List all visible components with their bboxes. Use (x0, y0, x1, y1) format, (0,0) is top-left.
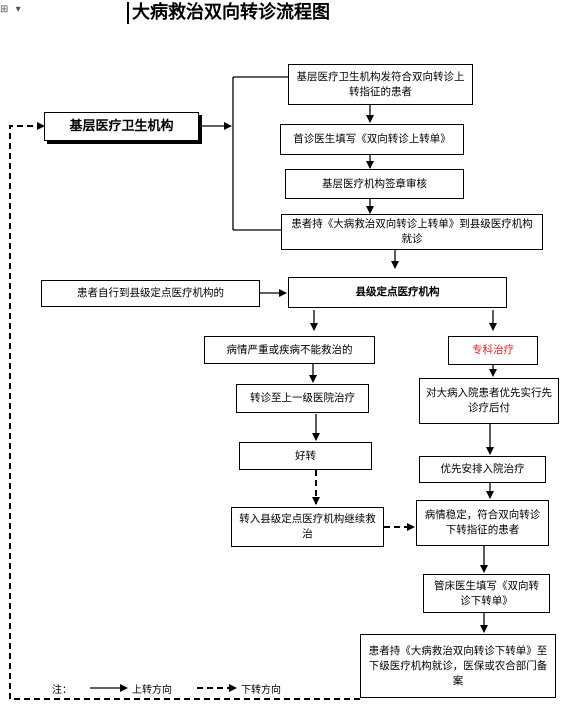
node-label: 转入县级定点医疗机构继续救治 (239, 513, 376, 540)
node-label: 对大病入院患者优先实行先诊疗后付 (426, 387, 552, 414)
node-county-hospital: 县级定点医疗机构 (288, 277, 507, 308)
node-patient-holds-form: 患者持《大病救治双向转诊上转单》到县级医疗机构就诊 (281, 214, 543, 250)
node-primary-institution: 基层医疗卫生机构 (44, 112, 199, 141)
node-improved: 好转 (239, 442, 372, 470)
legend-down-label: 下转方向 (241, 685, 281, 696)
node-label: 专科治疗 (472, 344, 514, 356)
legend-up-label: 上转方向 (132, 685, 172, 696)
table-handle-icon[interactable]: ⊞ (0, 4, 9, 15)
node-doctor-fill-down: 管床医生填写《双向转诊下转单》 (423, 574, 550, 613)
node-label: 首诊医生填写《双向转诊上转单》 (293, 133, 451, 145)
node-label: 县级定点医疗机构 (355, 286, 440, 298)
node-transfer-higher: 转诊至上一级医院治疗 (236, 384, 369, 413)
legend-note: 注： (52, 685, 72, 696)
node-upward-indication: 基层医疗卫生机构发符合双向转诊上转指征的患者 (288, 64, 473, 105)
chevron-down-icon[interactable]: ▾ (15, 4, 21, 15)
node-severe-illness: 病情严重或疾病不能救治的 (204, 336, 375, 364)
node-self-visit: 患者自行到县级定点医疗机构的 (41, 280, 260, 307)
node-first-doctor-fill: 首诊医生填写《双向转诊上转单》 (280, 124, 464, 155)
node-label: 患者持《大病救治双向转诊上转单》到县级医疗机构就诊 (291, 218, 533, 245)
node-label: 病情严重或疾病不能救治的 (226, 343, 353, 356)
node-treat-first-pay-later: 对大病入院患者优先实行先诊疗后付 (419, 378, 559, 424)
node-patient-down-final: 患者持《大病救治双向转诊下转单》至下级医疗机构就诊，医保或农合部门备案 (360, 634, 556, 698)
node-label: 患者自行到县级定点医疗机构的 (77, 287, 224, 299)
node-specialist-treatment: 专科治疗 (448, 336, 538, 365)
node-priority-admission: 优先安排入院治疗 (419, 456, 546, 483)
node-label: 病情稳定，符合双向转诊下转指征的患者 (424, 509, 541, 536)
node-back-to-county: 转入县级定点医疗机构继续救治 (231, 507, 384, 547)
node-label: 患者持《大病救治双向转诊下转单》至下级医疗机构就诊，医保或农合部门备案 (368, 644, 548, 687)
edge-final-back-to-primary (9, 122, 360, 700)
node-label: 基层医疗卫生机构 (69, 119, 174, 134)
node-label: 转诊至上一级医院治疗 (250, 392, 355, 404)
node-label: 好转 (295, 449, 316, 462)
node-label: 基层医疗卫生机构发符合双向转诊上转指征的患者 (296, 70, 465, 98)
corner-widget[interactable]: ⊞ ▾ (0, 4, 21, 15)
page-title: 大病救治双向转诊流程图 (127, 2, 330, 24)
node-label: 优先安排入院治疗 (440, 463, 525, 475)
node-label: 管床医生填写《双向转诊下转单》 (434, 579, 539, 607)
node-stable-downward: 病情稳定，符合双向转诊下转指征的患者 (416, 500, 549, 546)
node-institution-review: 基层医疗机构签章审核 (285, 169, 464, 199)
node-label: 基层医疗机构签章审核 (322, 177, 427, 190)
